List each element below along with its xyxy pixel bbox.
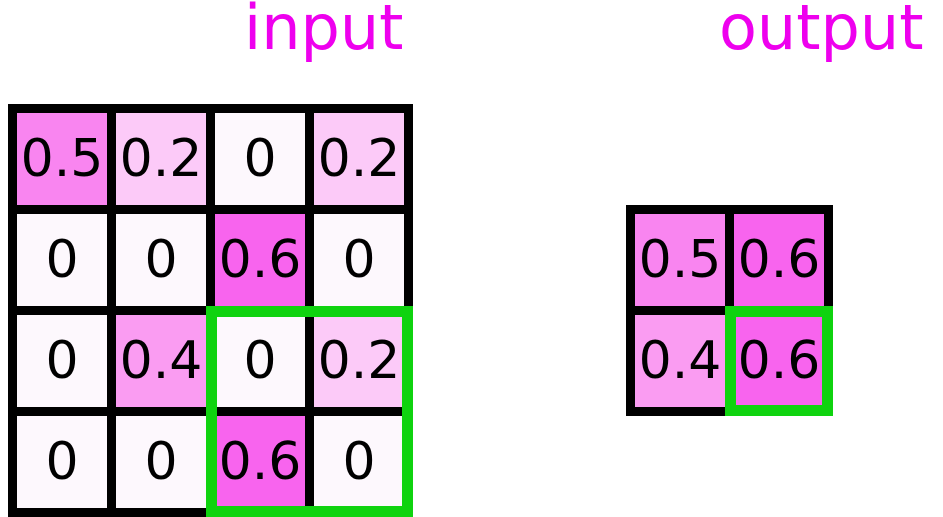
grid-cell: 0.5 <box>635 214 725 306</box>
output-grid-title: output <box>719 0 924 64</box>
grid-cell: 0.4 <box>635 315 725 407</box>
grid-cell: 0.2 <box>116 113 206 205</box>
grid-cell: 0 <box>215 315 305 407</box>
grid-cell: 0.2 <box>314 315 404 407</box>
grid-cell: 0 <box>314 416 404 508</box>
grid-cell: 0 <box>17 315 107 407</box>
grid-cell: 0 <box>215 113 305 205</box>
grid-cell: 0 <box>314 214 404 306</box>
grid-cell: 0 <box>116 214 206 306</box>
grid-cell: 0 <box>17 416 107 508</box>
grid-cell: 0.6 <box>215 214 305 306</box>
grid-cell: 0.4 <box>116 315 206 407</box>
grid-cell: 0.6 <box>734 214 824 306</box>
grid-cell: 0.2 <box>314 113 404 205</box>
grid-cell: 0.6 <box>734 315 824 407</box>
grid-cell: 0 <box>116 416 206 508</box>
grid-cell: 0.5 <box>17 113 107 205</box>
input-grid-title: input <box>244 0 404 64</box>
grid-cell: 0 <box>17 214 107 306</box>
grid-cell: 0.6 <box>215 416 305 508</box>
